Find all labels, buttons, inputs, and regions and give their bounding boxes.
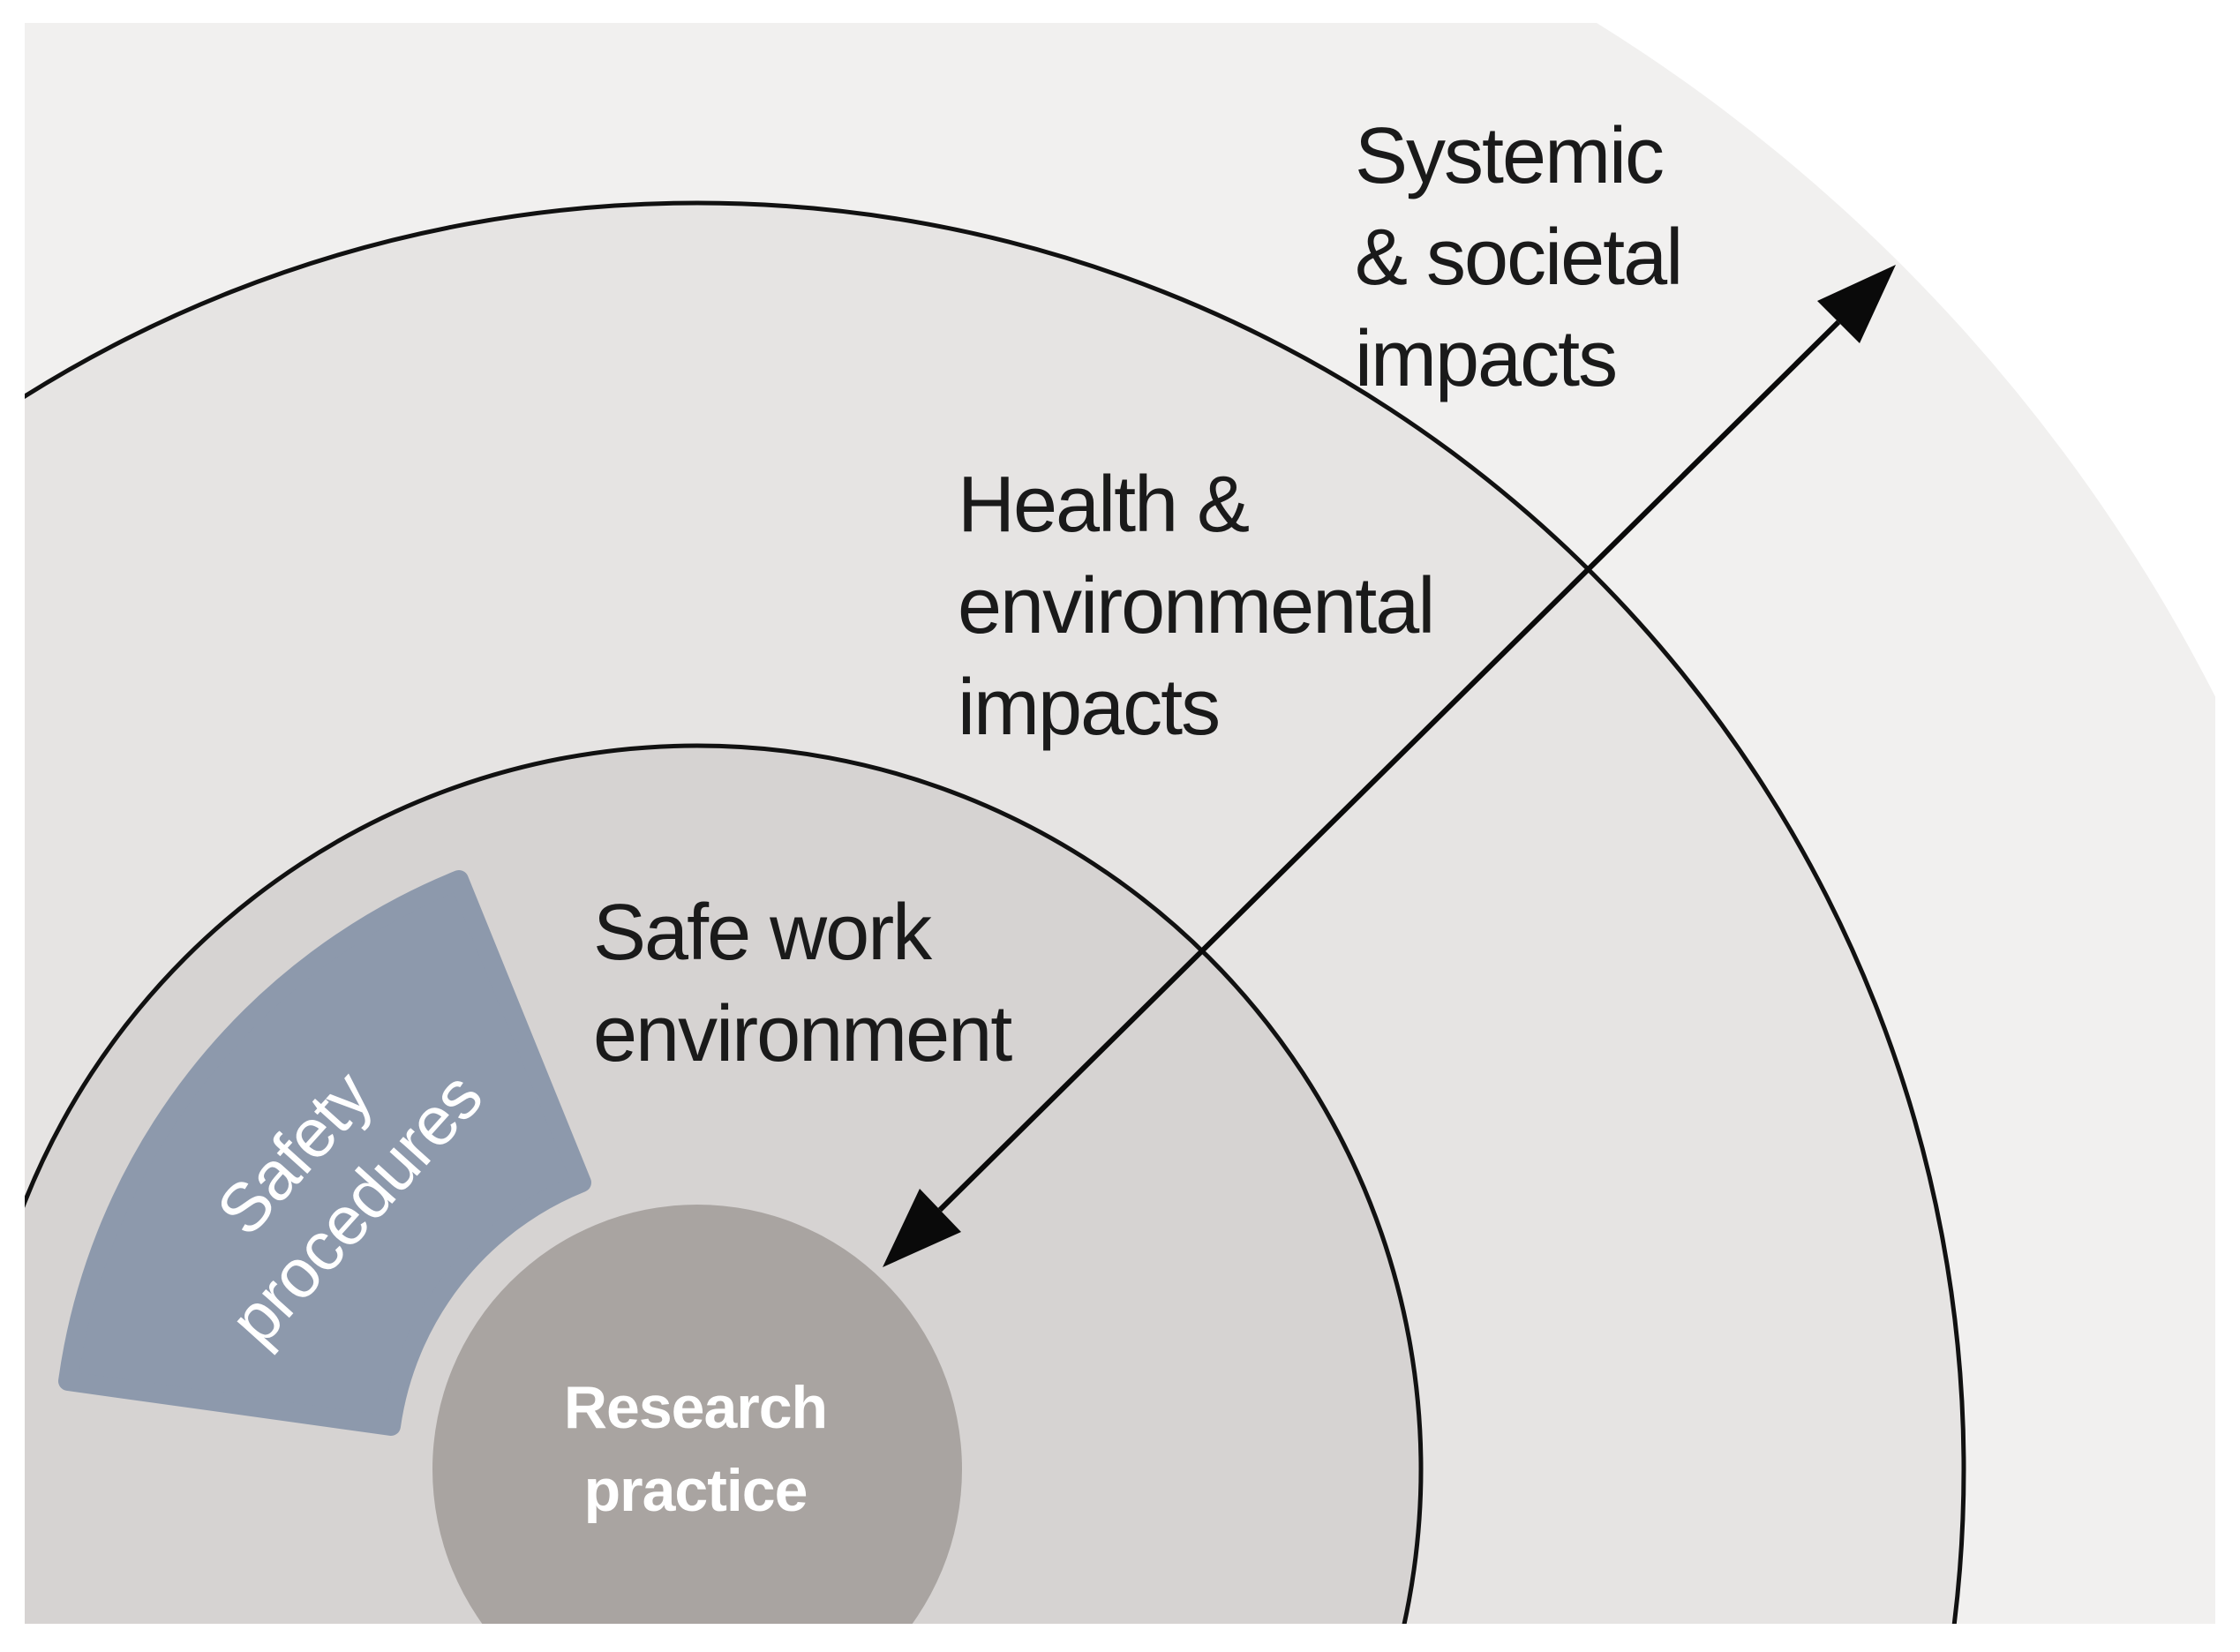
arrow-shaft xyxy=(937,319,1841,1213)
arrowhead-outward-icon xyxy=(1817,265,1896,343)
double-headed-arrow-icon xyxy=(883,265,1896,1267)
circle-research-practice xyxy=(432,1205,962,1624)
wedge-safety-procedures xyxy=(58,870,591,1436)
arrowhead-inward-icon xyxy=(883,1189,961,1267)
